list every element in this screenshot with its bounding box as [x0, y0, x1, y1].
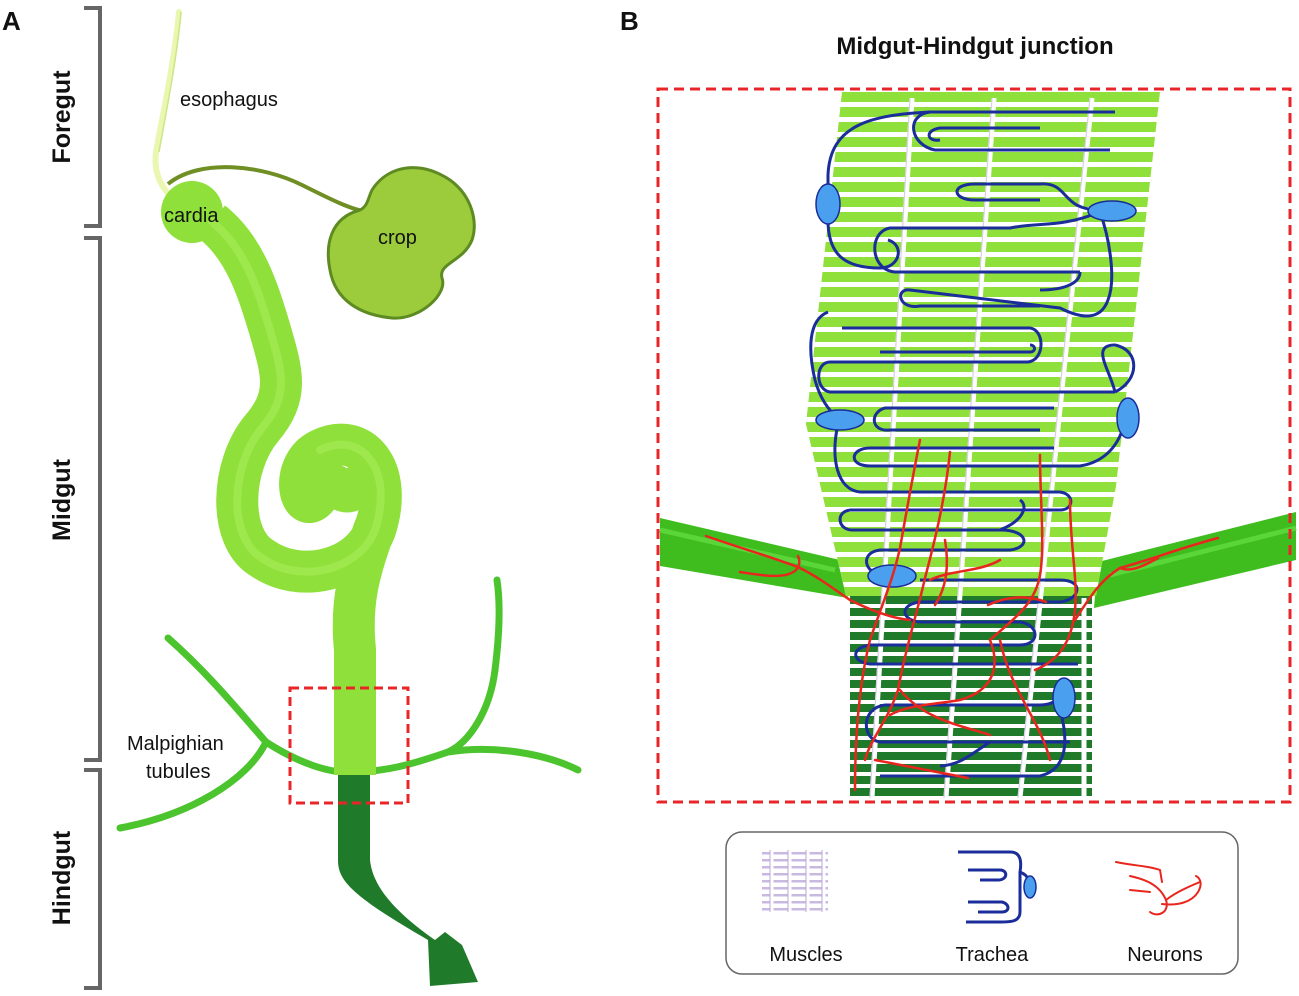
muscle-band: [806, 587, 1160, 596]
muscle-band: [806, 92, 1160, 102]
region-midgut: Midgut: [48, 458, 76, 541]
legend-muscle-line: [762, 908, 828, 911]
muscle-band: [850, 788, 1092, 796]
muscle-band: [806, 377, 1160, 387]
legend-muscle-line: [762, 852, 828, 855]
junction-title: Midgut-Hindgut junction: [836, 33, 1113, 60]
esophagus: [152, 9, 182, 199]
muscle-band: [806, 167, 1160, 177]
muscle-band: [806, 362, 1160, 372]
label-cardia: cardia: [164, 205, 219, 227]
legend-muscle-line: [762, 901, 828, 904]
muscle-band: [850, 632, 1092, 640]
legend-trachea-symbol: [958, 850, 1037, 924]
legend-muscles-label: Muscles: [769, 944, 842, 966]
muscle-band: [806, 407, 1160, 417]
muscle-band: [806, 527, 1160, 537]
muscle-band: [806, 572, 1160, 582]
label-tubules: tubules: [146, 761, 211, 783]
muscle-band: [806, 452, 1160, 462]
muscle-band: [850, 644, 1092, 652]
muscle-band: [806, 212, 1160, 222]
legend-muscle-line: [762, 880, 828, 883]
neuron-network: [704, 438, 1220, 792]
muscle-band: [806, 287, 1160, 297]
muscle-band: [806, 137, 1160, 147]
cardia: [161, 181, 223, 243]
crop-duct: [166, 165, 369, 214]
label-crop: crop: [378, 227, 417, 249]
muscle-band: [850, 596, 1092, 604]
muscle-band: [806, 182, 1160, 192]
muscle-band: [850, 608, 1092, 616]
crop: [326, 166, 476, 320]
muscle-band: [806, 332, 1160, 342]
trachea-network: [809, 110, 1136, 778]
junction-zoom-box: [288, 686, 410, 805]
label-malpighian: Malpighian: [127, 733, 224, 755]
legend-trachea-label: Trachea: [956, 944, 1030, 966]
legend-neurons-symbol: [1115, 861, 1202, 916]
muscle-band: [806, 467, 1160, 477]
muscle-band: [806, 437, 1160, 447]
muscle-band: [850, 728, 1092, 736]
muscle-band: [850, 656, 1092, 664]
muscle-band: [850, 668, 1092, 676]
muscle-band: [850, 764, 1092, 772]
longitudinal-muscles: [869, 97, 1095, 799]
muscle-band: [850, 704, 1092, 712]
muscle-band: [806, 497, 1160, 507]
legend-neurons-label: Neurons: [1127, 944, 1203, 966]
muscle-band: [850, 716, 1092, 724]
malpighian-tubules: [116, 576, 582, 832]
muscle-band: [850, 776, 1092, 784]
muscle-band: [850, 740, 1092, 748]
legend-muscle-line: [762, 887, 828, 890]
muscle-band: [806, 557, 1160, 567]
legend-muscle-line: [762, 873, 828, 876]
muscle-band: [806, 197, 1160, 207]
left-tubule: [660, 518, 848, 598]
tracheal-cells: [815, 183, 1140, 719]
muscle-band: [806, 482, 1160, 492]
region-foregut: Foregut: [48, 70, 76, 164]
legend-muscle-line: [762, 866, 828, 869]
legend-muscle-line: [762, 859, 828, 862]
muscle-band: [850, 680, 1092, 688]
midgut-bracket: [84, 236, 102, 762]
legend-muscle-line: [762, 894, 828, 897]
foregut-bracket: [84, 6, 102, 228]
muscle-band: [850, 620, 1092, 628]
label-esophagus: esophagus: [180, 89, 278, 111]
right-tubule: [1094, 512, 1296, 608]
hindgut-tube: [338, 775, 478, 986]
muscle-band: [806, 542, 1160, 552]
legend-muscles-symbol: [762, 850, 828, 912]
panel-label-b: B: [620, 6, 639, 36]
hindgut-bracket: [84, 768, 102, 990]
muscle-band: [806, 392, 1160, 402]
muscle-band: [806, 317, 1160, 327]
region-hindgut: Hindgut: [48, 830, 76, 925]
muscle-band: [806, 422, 1160, 432]
muscle-band: [806, 152, 1160, 162]
panel-label-a: A: [2, 6, 21, 36]
muscle-band: [806, 512, 1160, 522]
